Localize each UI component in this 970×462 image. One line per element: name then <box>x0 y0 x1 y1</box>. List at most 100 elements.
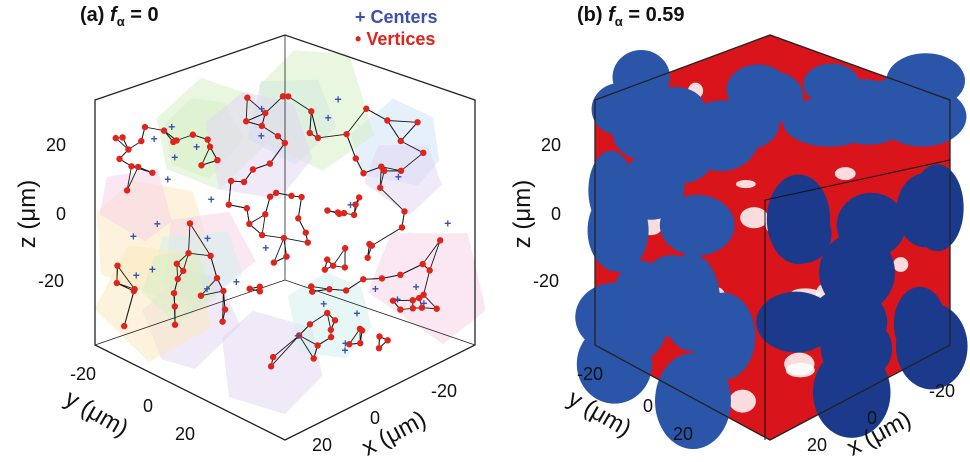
vertex-point <box>175 276 181 282</box>
vertex-point <box>384 337 390 343</box>
vertex-point <box>268 363 274 369</box>
vertex-point <box>172 303 178 309</box>
network-edge <box>298 197 301 218</box>
vertex-point <box>410 297 416 303</box>
center-point: + <box>420 297 427 311</box>
b-x-tick-20: 20 <box>807 435 827 456</box>
vertex-point <box>172 322 178 328</box>
vertex-point <box>426 267 432 273</box>
vertex-point <box>198 162 204 168</box>
vertex-point <box>142 124 148 130</box>
vertex-point <box>324 256 330 262</box>
vertex-point <box>397 306 403 312</box>
panel-b-param-symbol: f <box>608 4 615 26</box>
vertex-point <box>364 255 370 261</box>
center-point: + <box>130 229 137 243</box>
vertex-point <box>410 305 416 311</box>
vertex-point <box>121 323 127 329</box>
panel-b-param-subscript: α <box>615 14 623 29</box>
z-axis-label: z (μm) <box>14 180 42 248</box>
center-point: + <box>320 297 327 311</box>
pore-highlight <box>784 353 814 376</box>
y-tick-0: 0 <box>143 396 153 417</box>
vertex-point <box>326 286 332 292</box>
vertex-point <box>114 262 120 268</box>
center-point: + <box>372 282 379 296</box>
vertex-point <box>207 144 213 150</box>
vertex-point <box>241 179 247 185</box>
vertex-point <box>288 193 294 199</box>
center-point: + <box>341 344 348 358</box>
sphere-packing-plot <box>485 0 970 461</box>
vertex-point <box>335 209 341 215</box>
vertex-point <box>399 224 405 230</box>
vertices-marker: • <box>355 29 361 49</box>
vertex-point <box>161 127 167 133</box>
vertex-point <box>434 306 440 312</box>
vertex-point <box>267 160 273 166</box>
sphere-right <box>894 287 946 361</box>
vertex-point <box>246 286 252 292</box>
center-point: + <box>233 275 240 289</box>
vertex-point <box>270 354 276 360</box>
center-point: + <box>262 241 269 255</box>
b-x-tick-neg20: -20 <box>929 381 955 402</box>
panel-b-param-value: = 0.59 <box>628 4 684 26</box>
center-point: + <box>347 198 354 212</box>
vertex-point <box>363 106 369 112</box>
x-tick-neg20: -20 <box>431 381 457 402</box>
vertex-point <box>357 326 363 332</box>
panel-a-param-subscript: α <box>117 14 125 29</box>
center-point: + <box>193 140 200 154</box>
vertex-point <box>310 355 316 361</box>
center-point: + <box>164 172 171 186</box>
vertex-point <box>376 333 382 339</box>
vertex-point <box>125 146 131 152</box>
centers-label: Centers <box>371 7 438 27</box>
center-point: + <box>154 217 161 231</box>
voronoi-face <box>368 233 486 344</box>
vertex-point <box>332 317 338 323</box>
vertex-point <box>360 170 366 176</box>
vertex-point <box>298 194 304 200</box>
center-point: + <box>413 280 420 294</box>
vertex-point <box>281 235 287 241</box>
vertex-point <box>250 166 256 172</box>
sphere-left <box>661 254 720 351</box>
vertex-point <box>322 266 328 272</box>
vertex-point <box>307 130 313 136</box>
vertex-point <box>257 284 263 290</box>
vertex-point <box>222 306 228 312</box>
vertex-point <box>244 95 250 101</box>
vertex-point <box>397 272 403 278</box>
vertex-point <box>275 133 281 139</box>
vertex-point <box>295 215 301 221</box>
vertex-point <box>342 245 348 251</box>
vertex-point <box>307 321 313 327</box>
sphere-left <box>612 260 669 343</box>
vertex-point <box>398 138 404 144</box>
center-point: + <box>204 232 211 246</box>
vertex-point <box>308 108 314 114</box>
vertex-point <box>128 163 134 169</box>
sphere-right <box>821 316 892 382</box>
vertex-point <box>220 288 226 294</box>
vertex-point <box>187 220 193 226</box>
b-z-axis-label: z (μm) <box>509 180 537 248</box>
sphere-top <box>803 64 859 105</box>
vertex-point <box>185 250 191 256</box>
pore-highlight <box>729 390 756 413</box>
vertex-point <box>328 334 334 340</box>
panel-a-voronoi-network: ++++++++++++++++++++++++++++++ (a) fα = … <box>0 0 485 461</box>
center-point: + <box>208 193 215 207</box>
panel-a-param-value: = 0 <box>130 4 158 26</box>
vertex-point <box>207 253 213 259</box>
center-point: + <box>444 216 451 230</box>
vertex-point <box>244 205 250 211</box>
vertex-point <box>174 261 180 267</box>
vertex-point <box>135 164 141 170</box>
sphere-left <box>644 96 720 183</box>
center-point: + <box>258 102 265 116</box>
vertex-point <box>228 178 234 184</box>
vertex-point <box>414 119 420 125</box>
